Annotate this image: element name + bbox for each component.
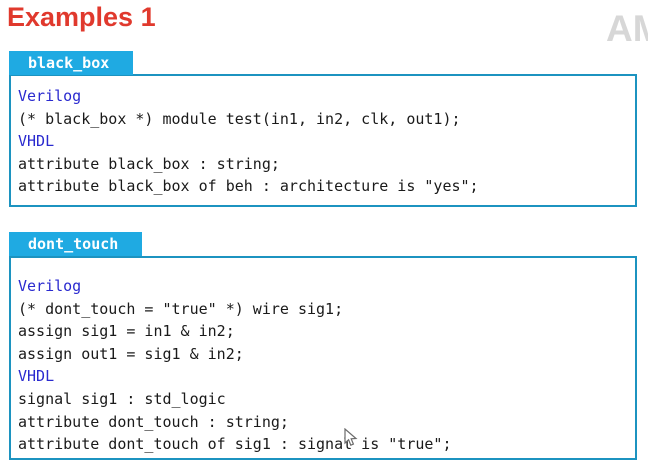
code-line: attribute black_box of beh : architectur…	[18, 177, 479, 196]
code-line: attribute dont_touch of sig1 : signal is…	[18, 435, 452, 454]
code-line-lang-vhdl: VHDL	[18, 367, 55, 386]
code-line-lang-verilog: Verilog	[18, 277, 82, 295]
code-line-lang-verilog: Verilog	[18, 87, 82, 105]
code-line: assign sig1 = in1 & in2;	[18, 322, 235, 341]
tab-black-box-label: black_box	[28, 54, 110, 72]
watermark-logo: AM	[606, 8, 648, 49]
code-line: signal sig1 : std_logic	[18, 389, 226, 408]
code-line-lang-vhdl: VHDL	[18, 132, 55, 151]
code-line: (* dont_touch = "true" *) wire sig1;	[18, 299, 344, 318]
code-line: attribute black_box : string;	[18, 154, 280, 173]
page-title: Examples 1	[7, 2, 156, 32]
mouse-cursor-icon	[344, 428, 358, 446]
tab-dont-touch[interactable]: dont_touch	[9, 232, 143, 256]
code-line: assign out1 = sig1 & in2;	[18, 344, 244, 363]
tab-black-box[interactable]: black_box	[9, 51, 134, 75]
code-line: (* black_box *) module test(in1, in2, cl…	[18, 109, 461, 128]
code-line: attribute dont_touch : string;	[18, 412, 289, 431]
code-box-black-box: Verilog (* black_box *) module test(in1,…	[9, 74, 637, 207]
code-box-dont-touch: Verilog (* dont_touch = "true" *) wire s…	[9, 256, 637, 460]
tab-dont-touch-label: dont_touch	[28, 235, 119, 253]
